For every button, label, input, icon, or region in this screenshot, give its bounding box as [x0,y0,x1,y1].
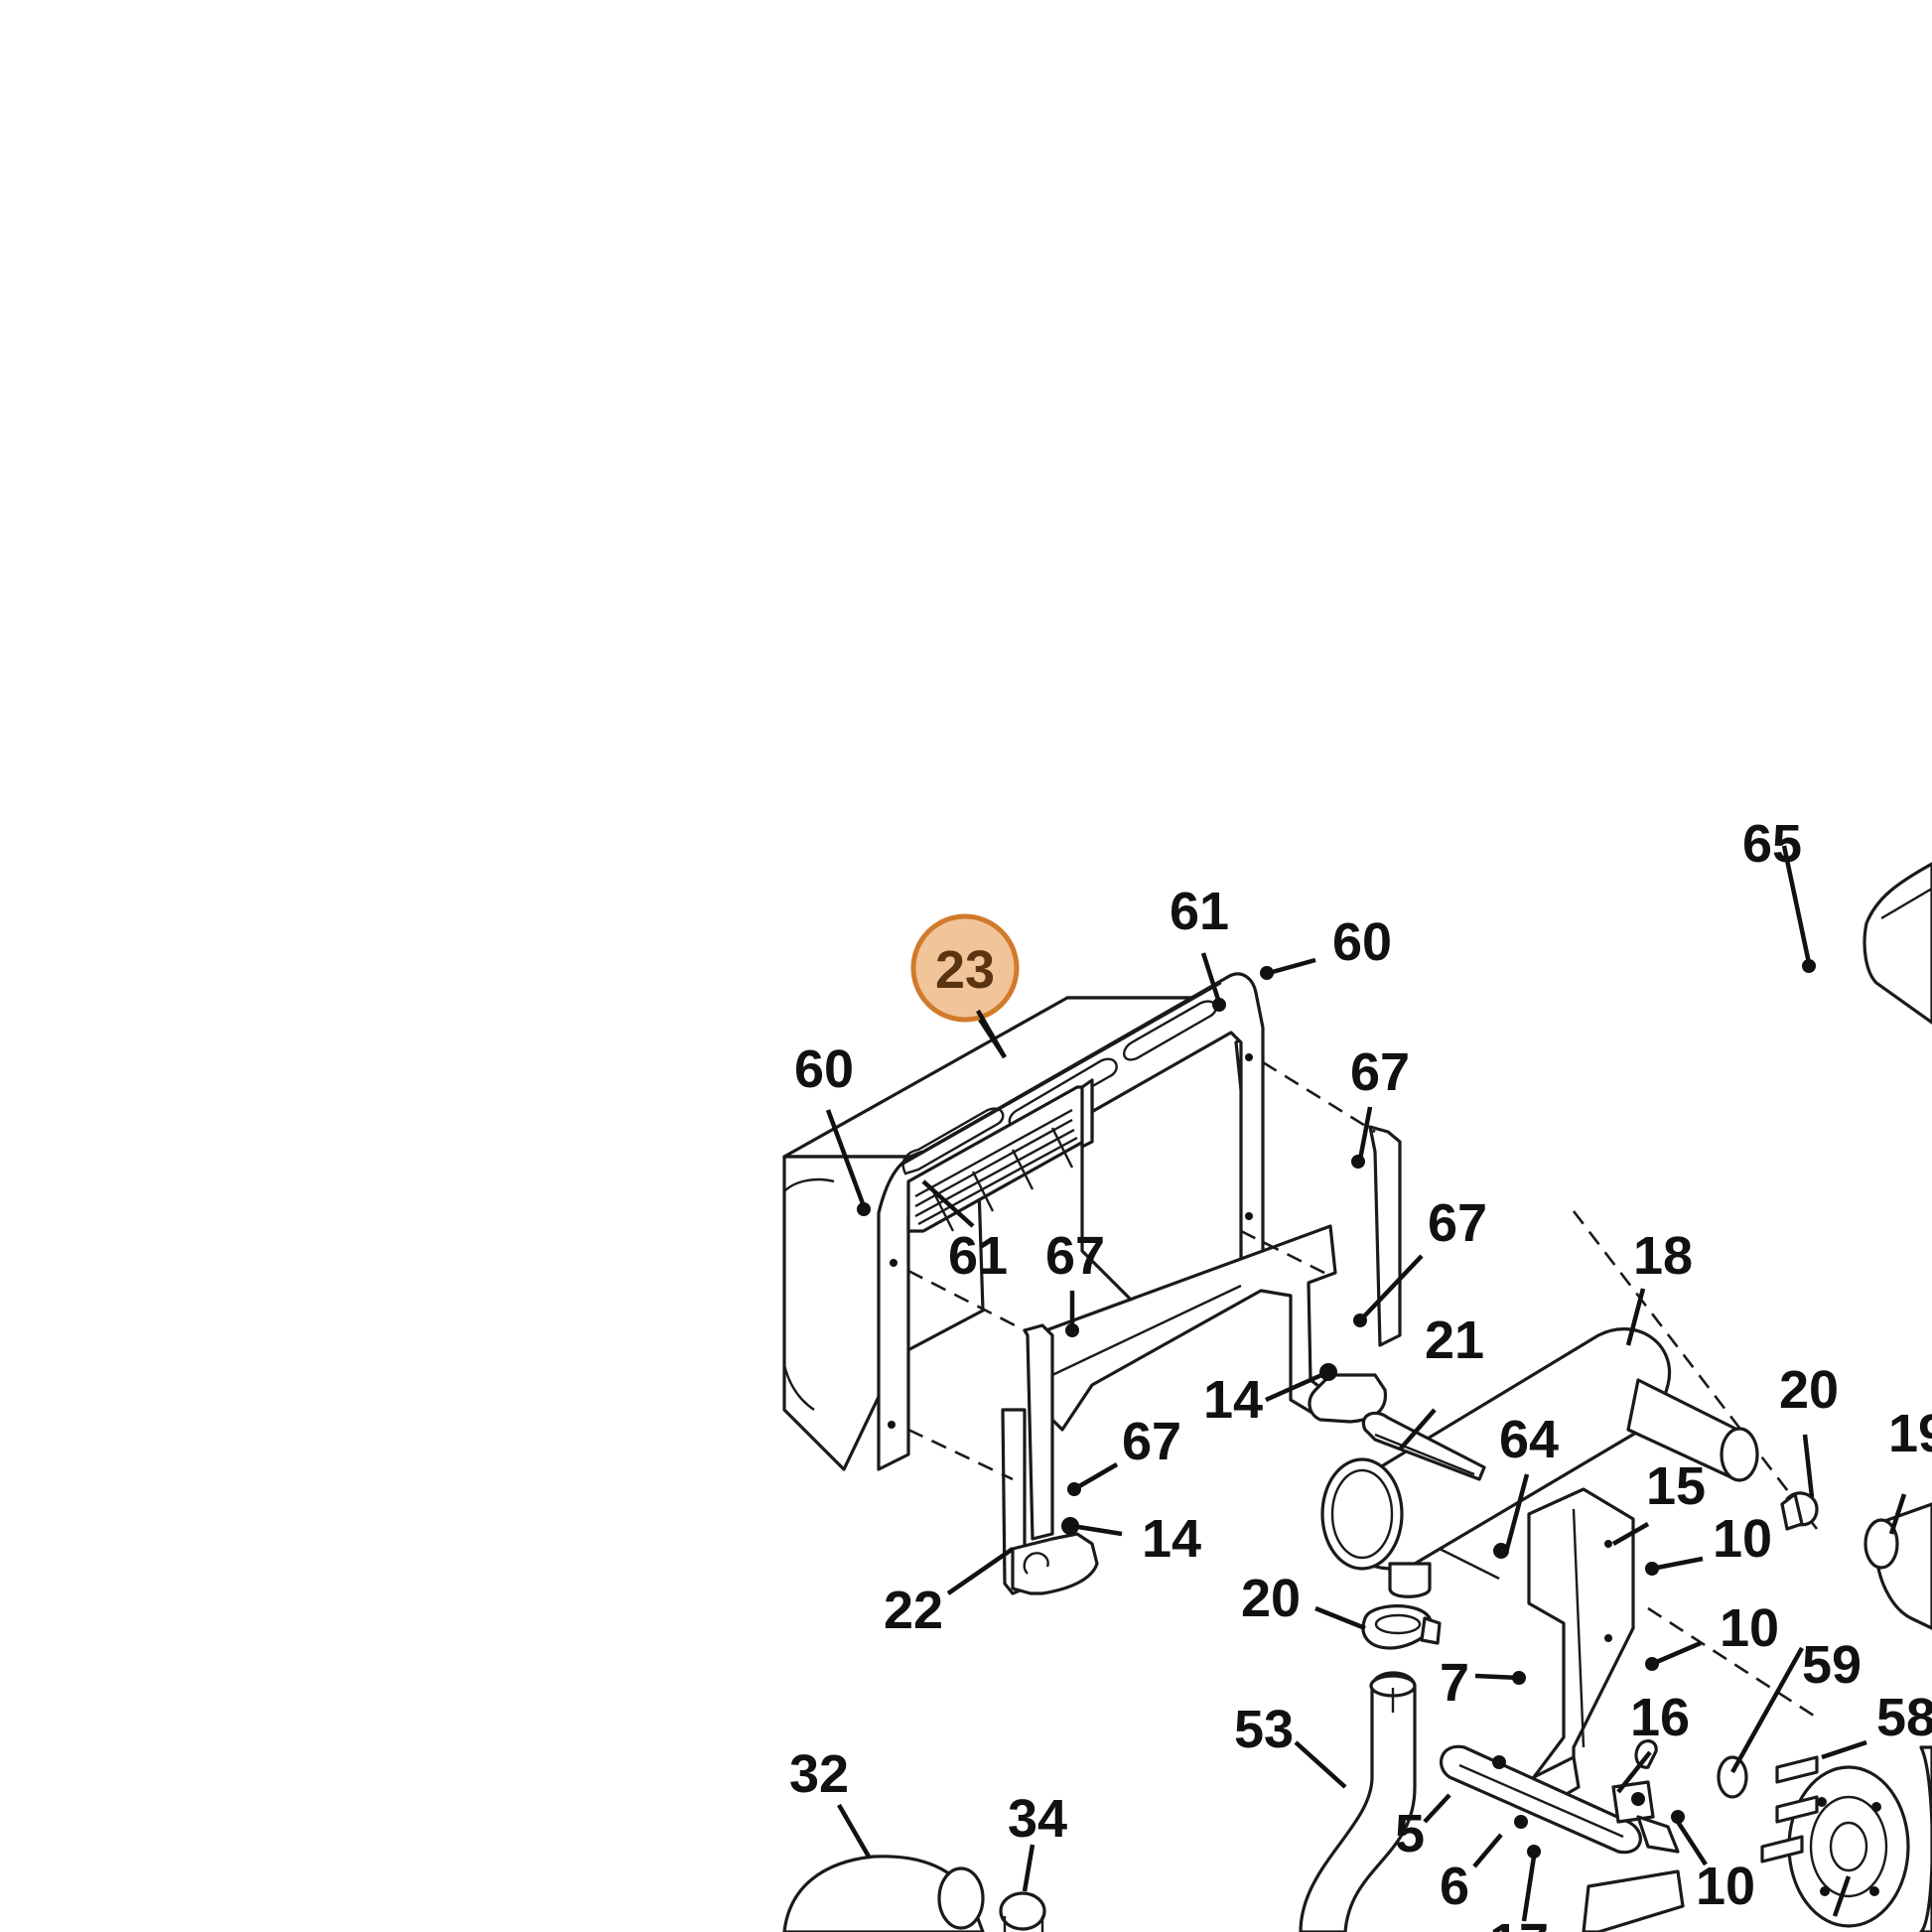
callout-6[interactable]: 6 [1440,1857,1469,1916]
callout-10-upper[interactable]: 10 [1713,1509,1772,1569]
mount-bracket [1527,1487,1635,1809]
callout-5[interactable]: 5 [1395,1804,1425,1863]
callout-21[interactable]: 21 [1425,1311,1484,1370]
callout-60-left[interactable]: 60 [794,1039,854,1099]
callout-17[interactable]: 17 [1489,1913,1549,1932]
callout-16[interactable]: 16 [1630,1688,1690,1747]
callout-64[interactable]: 64 [1499,1410,1559,1469]
leader-lines [825,845,1907,1922]
callout-10-middle[interactable]: 10 [1720,1598,1779,1658]
callout-65[interactable]: 65 [1742,814,1802,874]
callout-18[interactable]: 18 [1633,1226,1693,1286]
callout-58[interactable]: 58 [1876,1688,1932,1747]
callout-20-left[interactable]: 20 [1241,1569,1301,1628]
callout-32[interactable]: 32 [789,1744,849,1804]
bracket-assembly [1001,1125,1402,1595]
callout-23-label: 23 [935,940,995,1000]
assembly-guide-lines [907,1060,1819,1720]
callout-14-lower[interactable]: 14 [1142,1509,1201,1569]
highlighted-callout-23[interactable]: 23 [910,913,1020,1059]
callout-15[interactable]: 15 [1646,1456,1706,1516]
callout-7[interactable]: 7 [1440,1653,1469,1713]
callout-67-lower[interactable]: 67 [1122,1412,1181,1471]
callout-53[interactable]: 53 [1234,1700,1294,1759]
callout-67-upper[interactable]: 67 [1350,1042,1410,1102]
callout-34[interactable]: 34 [1008,1789,1067,1849]
callout-67-middle[interactable]: 67 [1045,1226,1105,1286]
callout-60-right[interactable]: 60 [1332,912,1392,972]
callout-10-lower[interactable]: 10 [1696,1857,1755,1916]
callout-labels: 65 61 60 60 67 61 67 67 18 21 14 67 20 1… [789,814,1932,1932]
pulley-and-housing [1780,862,1932,1630]
callout-59[interactable]: 59 [1802,1635,1862,1695]
callout-22[interactable]: 22 [884,1581,943,1640]
callout-61-lower[interactable]: 61 [948,1226,1008,1286]
muffler-assembly [1299,1327,1759,1932]
callout-19[interactable]: 19 [1888,1404,1932,1463]
shroud-hood [782,972,1265,1471]
callout-20-right[interactable]: 20 [1779,1360,1839,1420]
callout-14-upper[interactable]: 14 [1203,1370,1263,1430]
callout-67-right[interactable]: 67 [1428,1193,1487,1253]
highlight-circle [910,913,1020,1023]
callout-61-top[interactable]: 61 [1170,882,1229,941]
air-intake [782,1855,1046,1932]
